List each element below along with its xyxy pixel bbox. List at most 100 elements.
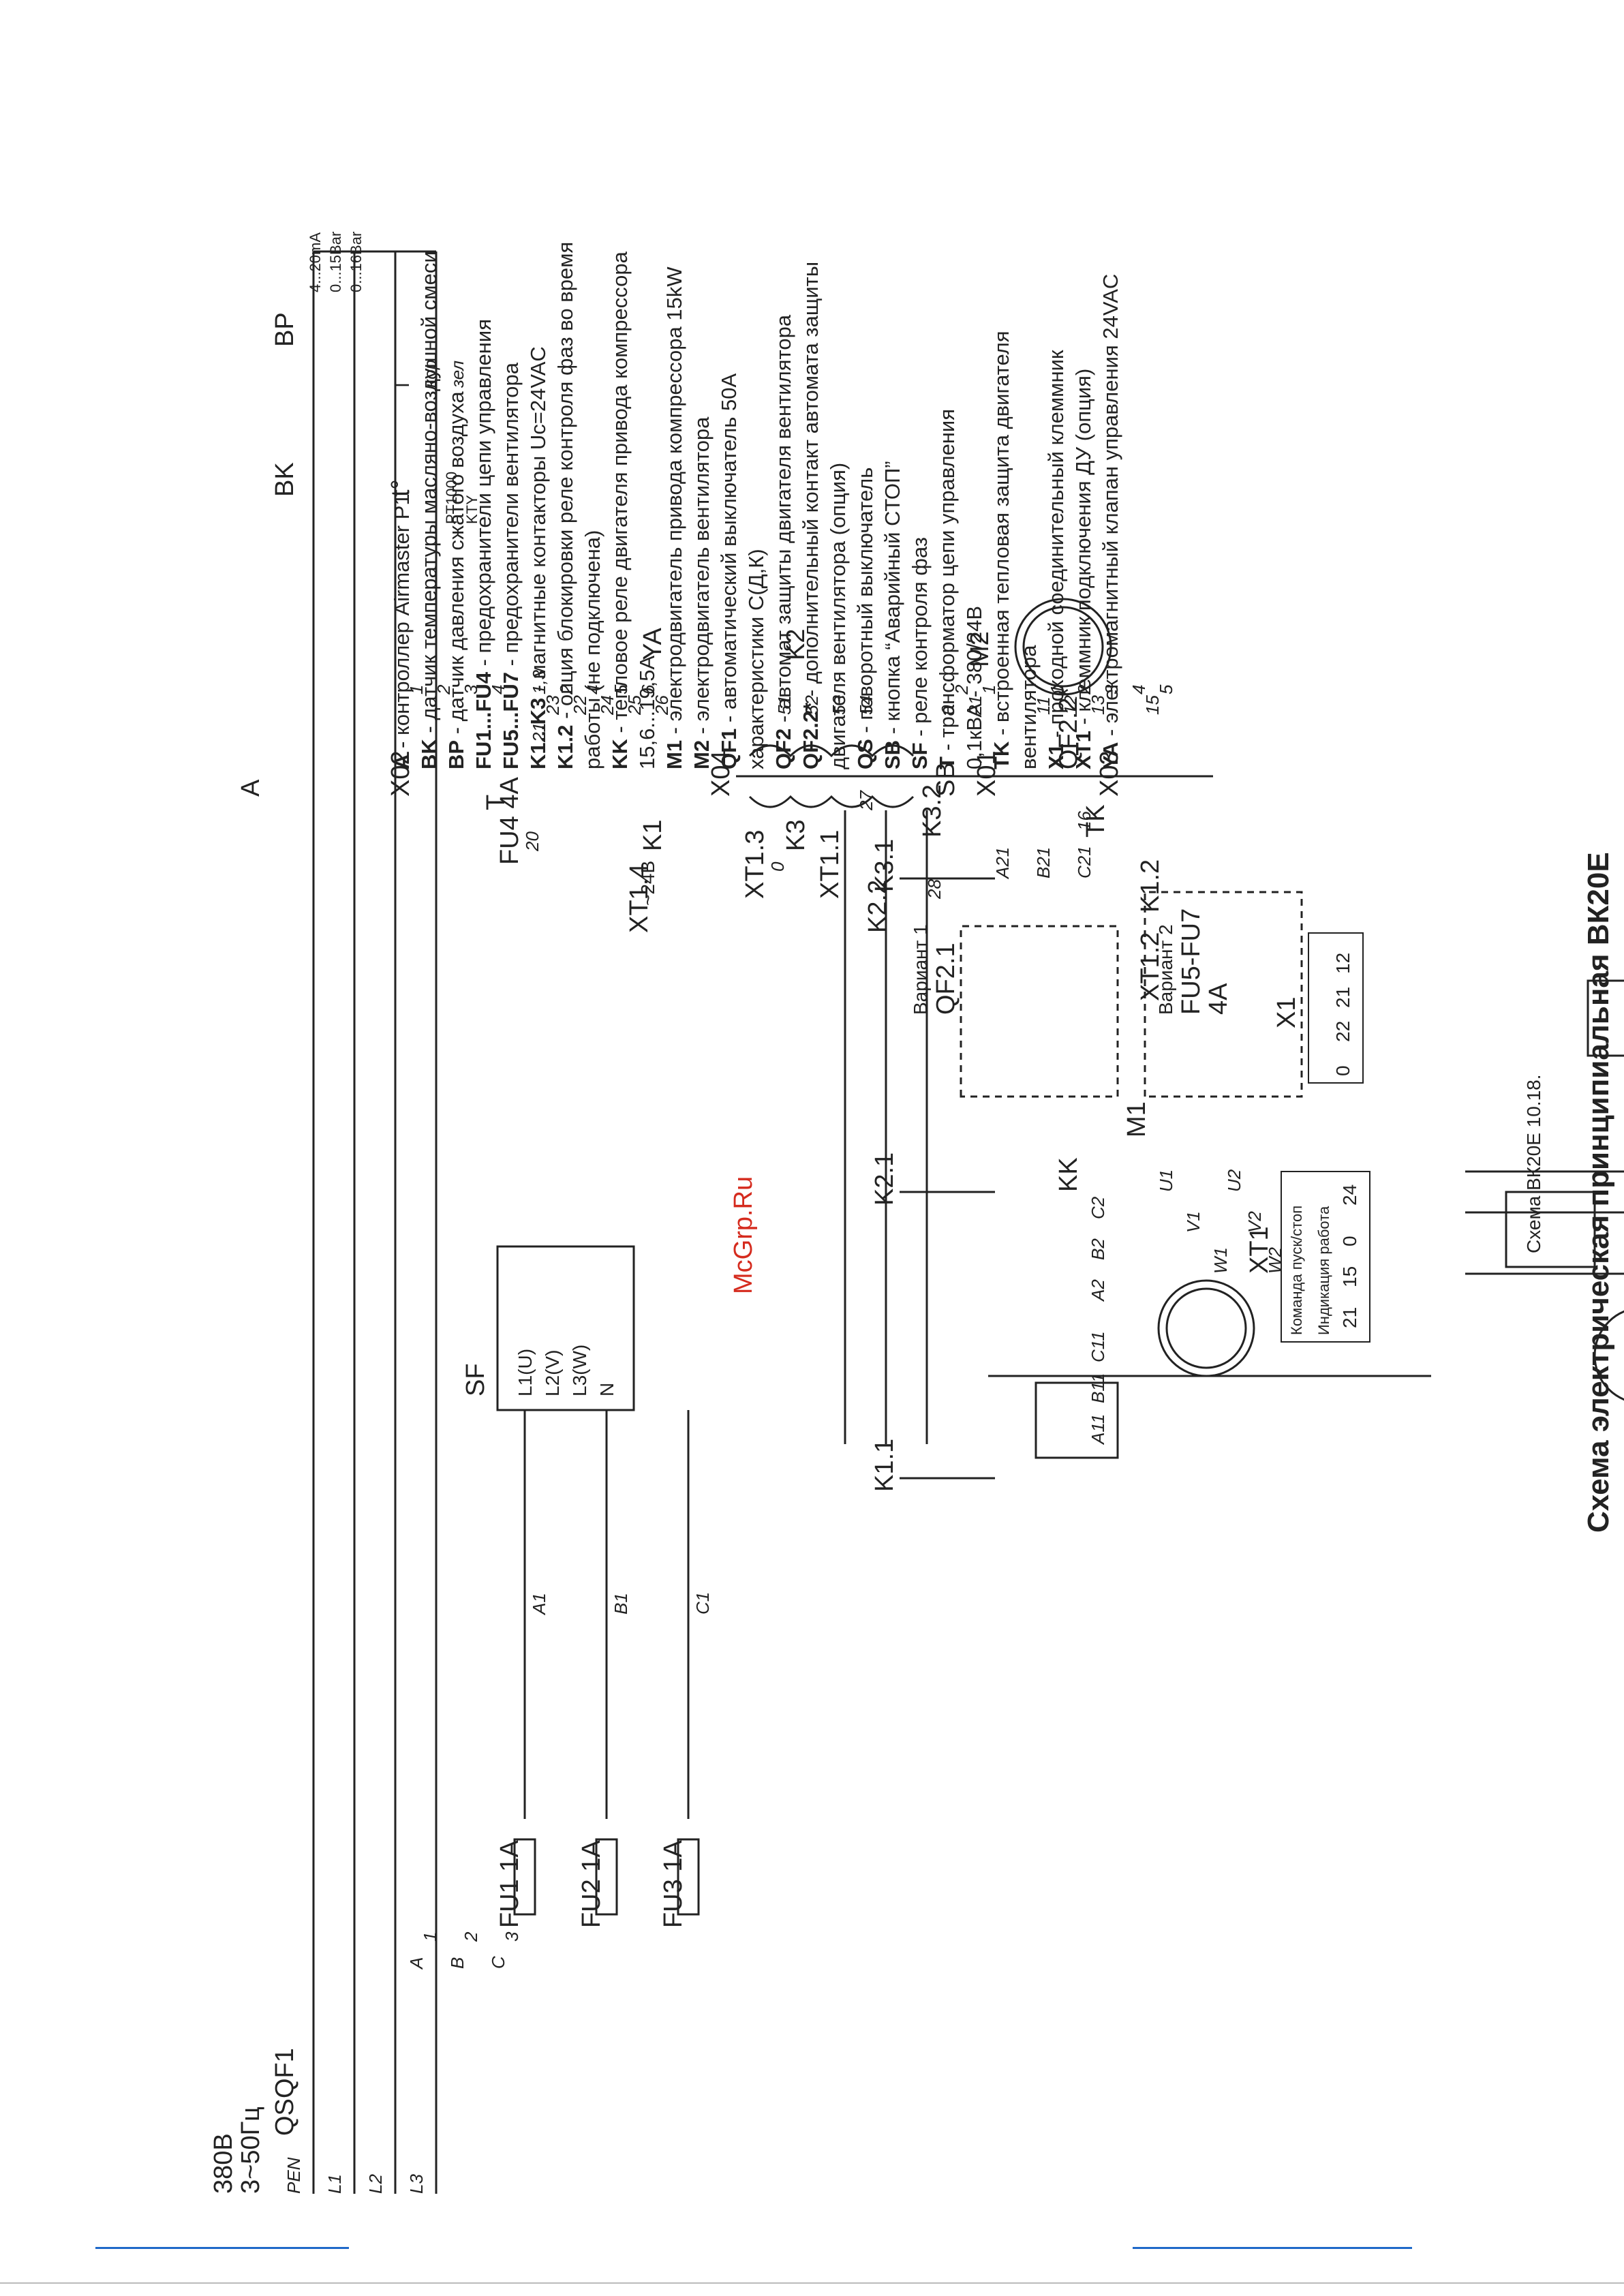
label-ya: YA bbox=[639, 627, 667, 660]
label-qf2-1: QF2.1 bbox=[932, 943, 960, 1015]
wire-label-c: C bbox=[488, 1956, 508, 1969]
legend-key: FU5...FU7 bbox=[499, 672, 523, 769]
label-k3: K3 bbox=[782, 820, 810, 851]
legend-item: характеристики С(Д,К) bbox=[743, 61, 770, 769]
legend-text: - проходной соединительный клеммник bbox=[1044, 350, 1068, 744]
figure-caption: Схема ВК20Е 10.18. bbox=[1523, 1074, 1544, 1253]
legend-item: BP - датчик давления сжатого воздуха bbox=[443, 61, 470, 769]
wire-num: 24 bbox=[597, 695, 617, 716]
legend-text: - дополнительный контакт автомата защиты bbox=[799, 261, 823, 703]
legend-text: - магнитные контакторы Uc=24VAC bbox=[526, 346, 550, 698]
wire-num: 16 bbox=[1074, 811, 1094, 831]
label-fu3: FU3 1A bbox=[659, 1840, 688, 1928]
legend-text: вентилятора bbox=[1017, 645, 1041, 769]
wire-num: 23 bbox=[542, 695, 563, 716]
x1-table: X1 0 22 21 12 bbox=[1272, 932, 1364, 1084]
label-sb: SB bbox=[932, 762, 960, 797]
motor-term-v2: V2 bbox=[1244, 1211, 1265, 1233]
qs-pole-3: 3 bbox=[502, 1931, 522, 1942]
label-a: A bbox=[236, 779, 265, 797]
x1-cell: 0 bbox=[1332, 1065, 1353, 1076]
label-fu5-rating: 4A bbox=[1204, 983, 1233, 1015]
legend-item: вентилятора bbox=[1015, 61, 1043, 769]
x04-pin-5: 5 bbox=[611, 684, 631, 694]
sf-term-l1: L1(U) bbox=[515, 1349, 536, 1396]
legend-item: A - контроллер Airmaster P1 bbox=[388, 61, 416, 769]
legend-item: двигателя вентилятора (опция) bbox=[825, 61, 852, 769]
x04-pin-2: 2 bbox=[556, 684, 577, 695]
x02-pin-3: 3 bbox=[461, 684, 481, 694]
wire-label-a21: A21 bbox=[992, 847, 1013, 880]
legend-text: - встроенная тепловая защита двигателя bbox=[990, 331, 1013, 741]
wire-num: 20 bbox=[522, 831, 542, 852]
legend-key: TK bbox=[990, 741, 1013, 769]
legend-item: K1.2 - опция блокировки реле контроля фа… bbox=[552, 61, 579, 769]
legend-item: 0,1кВА - 380/24В bbox=[961, 61, 988, 769]
legend-item: K1...K3 - магнитные контакторы Uc=24VAC bbox=[525, 61, 552, 769]
label-variant2: Вариант 2 bbox=[1155, 924, 1176, 1015]
legend-item: QF2 - автомат защиты двигателя вентилято… bbox=[770, 61, 797, 769]
label-supply-freq: 3~50Гц bbox=[236, 2107, 265, 2194]
label-qf2-2: QF2.2* bbox=[1054, 687, 1083, 769]
legend-text: работы (не подключена) bbox=[581, 530, 604, 769]
label-l1: L1 bbox=[324, 2174, 345, 2194]
legend-text: - клеммник подключения ДУ (опция) bbox=[1071, 368, 1095, 731]
legend-text: - датчик давления сжатого воздуха bbox=[444, 391, 468, 740]
x03-pin-5: 5 bbox=[1156, 684, 1176, 694]
legend-text: - датчик температуры масляно-воздушной с… bbox=[417, 251, 441, 739]
x02-pin-1: 1 bbox=[406, 685, 427, 694]
legend-text: - автоматический выключатель 50А bbox=[717, 373, 741, 729]
x04-pin-13: 1,3 bbox=[529, 669, 549, 694]
legend-key: QF1 bbox=[717, 728, 741, 769]
legend-item: TK - встроенная тепловая защита двигател… bbox=[988, 61, 1015, 769]
label-xt1-4: XT1.4 bbox=[625, 864, 654, 933]
wire-num: 27 bbox=[856, 790, 876, 811]
x03-pin-2: 2 bbox=[1074, 684, 1094, 695]
legend-item: YA - электромагнитный клапан управления … bbox=[1097, 61, 1124, 769]
wire-num: 54 bbox=[856, 695, 876, 715]
wire-numbers: 20 0 21 51 52 53 54 23 22 24 25 26 0 21 … bbox=[522, 695, 1163, 900]
legend-key: KK bbox=[608, 739, 632, 769]
wire-label-c2: C2 bbox=[1088, 1196, 1108, 1219]
x02-pin-2: 2 bbox=[433, 684, 454, 695]
wire-num: 11 bbox=[1033, 697, 1054, 715]
label-k2: K2 bbox=[782, 629, 810, 660]
wire-num: 53 bbox=[829, 695, 849, 715]
legend-item: SF - реле контроля фаз bbox=[906, 61, 934, 769]
legend-key: M2 bbox=[690, 739, 714, 769]
label-pt1000: PT1000 bbox=[443, 472, 460, 524]
legend-item: XT1 - клеммник подключения ДУ (опция) bbox=[1070, 61, 1097, 769]
legend-text: - опция блокировки реле контроля фаз во … bbox=[553, 241, 577, 725]
legend-text: - электромагнитный клапан управления 24V… bbox=[1099, 273, 1122, 742]
legend-text: - предохранители цепи управления bbox=[472, 318, 495, 673]
label-bk-t: t° bbox=[386, 479, 415, 497]
footer-line-left bbox=[95, 2247, 349, 2249]
sf-term-l2: L2(V) bbox=[542, 1350, 563, 1396]
wire-num: 21 bbox=[529, 722, 549, 743]
wire-label-a11: A11 bbox=[1088, 1414, 1108, 1445]
label-x02: X02 bbox=[386, 750, 415, 797]
label-fu2: FU2 1A bbox=[577, 1840, 606, 1928]
label-x04: X04 bbox=[707, 750, 735, 797]
motor-term-v1: V1 bbox=[1183, 1211, 1204, 1233]
wire-label-c21: C21 bbox=[1074, 846, 1094, 878]
legend-key: SF bbox=[908, 742, 932, 769]
label-k1-1: K1.1 bbox=[870, 1439, 899, 1492]
legend-text: - автомат защиты двигателя вентилятора bbox=[771, 314, 795, 729]
x03-pin-3: 3 bbox=[1101, 684, 1122, 694]
legend-text: 15,6...19,5А bbox=[635, 655, 659, 769]
legend-item: QF1 - автоматический выключатель 50А bbox=[716, 61, 743, 769]
x1-cell: 12 bbox=[1332, 953, 1353, 974]
wire-num: 28 bbox=[924, 879, 945, 900]
x01-pin-2: 2 bbox=[951, 684, 972, 695]
label-bk: BK bbox=[271, 462, 299, 497]
label-xt1-1: XT1.1 bbox=[816, 830, 844, 899]
legend-item: M1 - электродвигатель привода компрессор… bbox=[661, 61, 688, 769]
label-bp: BP bbox=[271, 312, 299, 347]
label-xt1-2: XT1.2 bbox=[1136, 932, 1165, 1001]
label-k3-1: K3.1 bbox=[870, 839, 899, 892]
legend-item: M2 - электродвигатель вентилятора bbox=[688, 61, 716, 769]
label-m2: M2 bbox=[966, 631, 994, 667]
